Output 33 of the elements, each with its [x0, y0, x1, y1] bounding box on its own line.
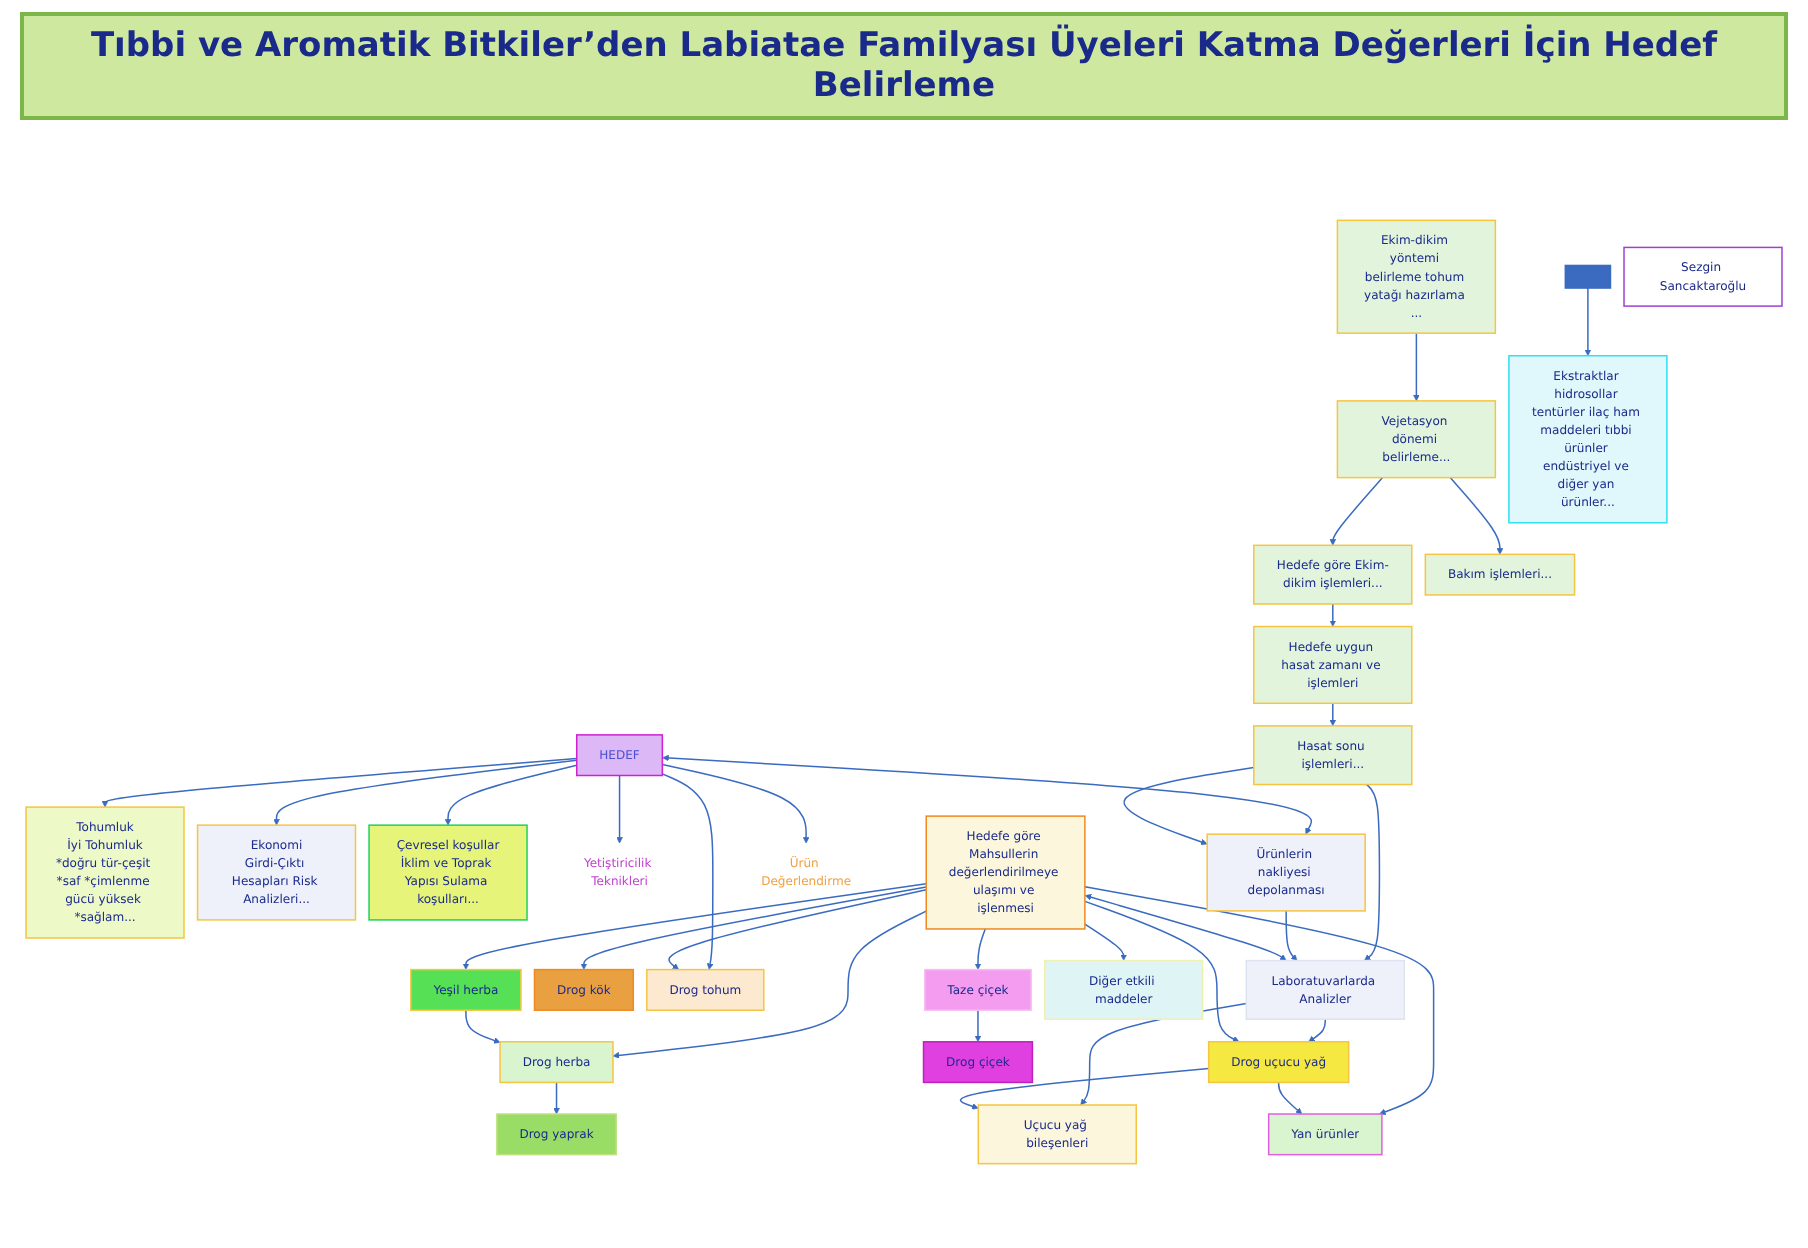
- arrow: [1308, 1018, 1327, 1043]
- arrow: [1584, 287, 1592, 357]
- arrow: [1413, 332, 1420, 402]
- arrow: [661, 763, 810, 844]
- arrow: [444, 764, 578, 826]
- arrow: [1329, 603, 1337, 627]
- arrow: [1084, 923, 1127, 961]
- arrow: [668, 889, 927, 970]
- arrow: [974, 928, 986, 970]
- arrow: [1449, 476, 1504, 555]
- arrow: [1277, 1081, 1303, 1115]
- arrow: [1123, 766, 1255, 846]
- arrow: [662, 754, 1313, 835]
- arrow: [616, 774, 623, 844]
- arrow: [101, 757, 578, 808]
- arrow: [1364, 783, 1381, 961]
- arrow: [1329, 702, 1337, 727]
- arrow: [273, 759, 578, 826]
- arrow: [462, 883, 927, 970]
- arrow: [1084, 900, 1240, 1043]
- arrow: [580, 886, 927, 970]
- arrow: [661, 773, 714, 970]
- diagram-title: Tıbbi ve Aromatik Bitkiler’den Labiatae Familyası Üyeleri Katma Değerleri İçin Hedef Belirleme: [20, 12, 1788, 120]
- arrow: [974, 1009, 982, 1043]
- arrow: [959, 1067, 1210, 1110]
- arrow: [1084, 894, 1287, 961]
- node-bar: [1564, 264, 1612, 289]
- arrow: [612, 910, 927, 1059]
- arrow: [465, 1009, 501, 1044]
- arrow: [1084, 886, 1435, 1115]
- arrow: [553, 1081, 560, 1115]
- arrow: [1285, 910, 1298, 961]
- arrow: [1329, 476, 1384, 546]
